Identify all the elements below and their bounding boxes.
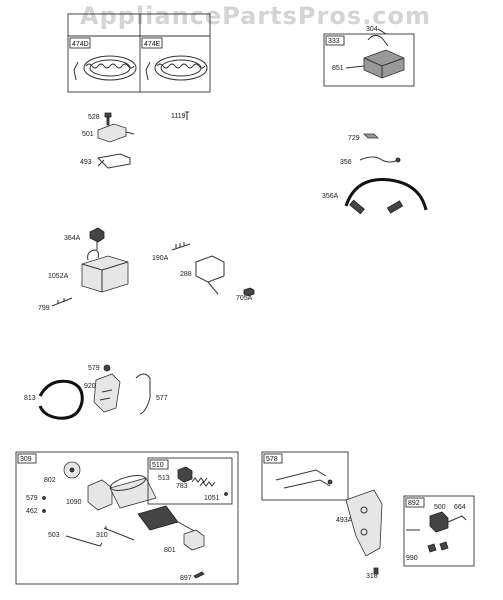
group-578: 578 493A 318 892 500 664 990: [261, 451, 475, 580]
bolt-310: [103, 526, 135, 541]
label-705A: 705A: [236, 295, 253, 302]
label-801: 801: [164, 547, 176, 554]
label-493A: 493A: [336, 517, 353, 524]
label-1051: 1051: [204, 495, 220, 502]
label-513: 513: [158, 475, 170, 482]
belt-813: [38, 379, 84, 420]
key-switch-892: [429, 511, 449, 533]
screw-318: [373, 567, 379, 575]
part-577: [135, 373, 151, 415]
nut-705A: [243, 287, 255, 297]
label-364A: 364A: [64, 235, 81, 242]
group-474: 474D 474E: [67, 13, 211, 93]
regulator-333: [363, 49, 405, 79]
box-474D-tag: [69, 37, 91, 49]
label-783: 783: [176, 483, 188, 490]
cable-578-a: [275, 469, 327, 481]
label-920: 920: [84, 383, 96, 390]
rectifier-501: [97, 123, 127, 143]
keys-990: [427, 541, 449, 553]
box-474E-label: 474E: [144, 41, 161, 48]
label-318: 318: [366, 573, 378, 580]
group-333: 304 333 851: [323, 26, 415, 87]
group-1052A: 364A 1052A 799: [38, 227, 129, 312]
label-356: 356: [340, 159, 352, 166]
end-cap-801: [183, 529, 205, 551]
label-579-bottom: 579: [26, 495, 38, 502]
label-577: 577: [156, 395, 168, 402]
screw-799: [51, 297, 73, 307]
label-356A: 356A: [322, 193, 339, 200]
group-501: 528 1119 501 493: [80, 111, 189, 169]
label-1090: 1090: [66, 499, 82, 506]
wire-356: [359, 156, 399, 163]
box-510-label: 510: [152, 462, 164, 469]
group-920: 579 813 920 577: [24, 364, 168, 420]
label-664: 664: [454, 504, 466, 511]
label-579-top: 579: [88, 365, 100, 372]
box-309-label: 309: [20, 456, 32, 463]
label-851: 851: [332, 65, 344, 72]
clip-729: [363, 133, 379, 139]
gear-513: [177, 466, 193, 483]
stator-474D: [83, 55, 137, 81]
label-897: 897: [180, 575, 192, 582]
bracket-288: [195, 255, 225, 295]
box-333: [323, 33, 415, 87]
tool-503: [65, 535, 103, 547]
regulator-wire: [367, 34, 389, 47]
box-892-label: 892: [408, 500, 420, 507]
fuel-solenoid-1052A: [81, 255, 129, 293]
group-288: 190A 288 705A: [152, 242, 255, 302]
label-304: 304: [366, 26, 378, 33]
box-578: [261, 451, 349, 501]
armature: [137, 505, 179, 531]
label-799: 799: [38, 305, 50, 312]
label-528: 528: [88, 114, 100, 121]
watermark: AppliancePartsPros.com: [80, 2, 431, 30]
part-364A: [89, 227, 105, 243]
label-1052A: 1052A: [48, 273, 69, 280]
label-501: 501: [82, 131, 94, 138]
box-892: [403, 495, 475, 567]
box-578-label: 578: [266, 456, 278, 463]
label-310: 310: [96, 532, 108, 539]
label-813: 813: [24, 395, 36, 402]
label-1119: 1119: [171, 113, 186, 120]
box-510: [147, 457, 233, 505]
screw-528: [104, 112, 112, 126]
label-500: 500: [434, 504, 446, 511]
label-462: 462: [26, 508, 38, 515]
screw-897: [193, 571, 205, 579]
box-474D-label: 474D: [72, 41, 89, 48]
spring-783: [191, 477, 208, 483]
label-493: 493: [80, 159, 92, 166]
bracket-920: [93, 373, 121, 413]
brush-plate-1090: [87, 479, 113, 511]
harness-356A: [344, 178, 428, 211]
label-190A: 190A: [152, 255, 169, 262]
box-474-outer: [67, 13, 211, 93]
label-802: 802: [44, 477, 56, 484]
group-309: 309 802 579 462 1090 503 310 801 510 513…: [15, 451, 239, 585]
group-356: 729 356 356A: [322, 133, 428, 215]
cable-578-b: [283, 479, 331, 489]
stator-474E: [154, 55, 208, 81]
washer-579: [103, 364, 111, 372]
box-474E-tag: [141, 37, 163, 49]
label-990: 990: [406, 555, 418, 562]
box-333-label: 333: [328, 38, 340, 45]
label-503: 503: [48, 532, 60, 539]
starter-housing: [109, 477, 157, 509]
screw-1119: [185, 111, 189, 120]
bracket-493: [96, 153, 131, 169]
label-288: 288: [180, 271, 192, 278]
bolt-190A: [171, 242, 191, 251]
panel-493A: [345, 489, 383, 557]
box-309: [15, 451, 239, 585]
label-729: 729: [348, 135, 360, 142]
